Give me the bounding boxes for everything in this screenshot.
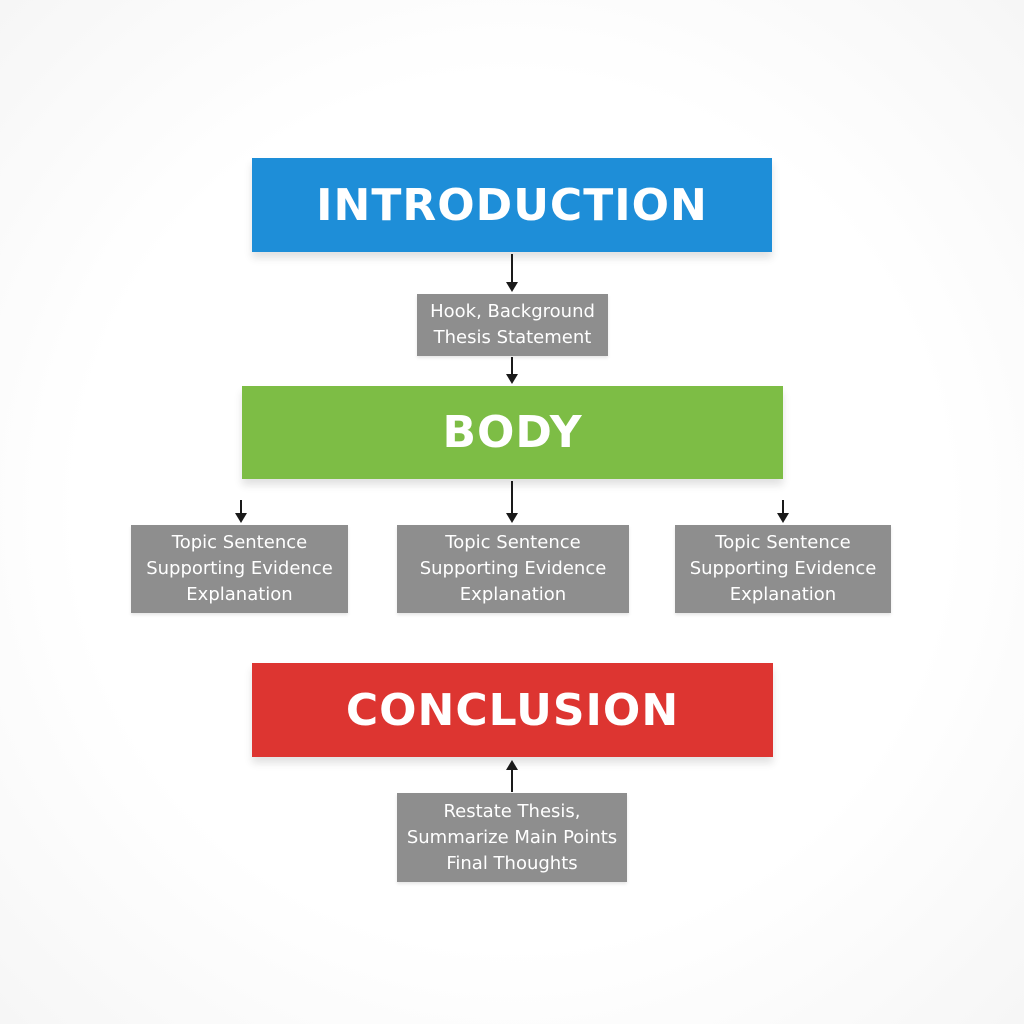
introduction-note-line: Thesis Statement — [433, 327, 592, 348]
body-box: BODY — [242, 386, 783, 479]
paragraph-line: Explanation — [186, 584, 293, 605]
introduction-box: INTRODUCTION — [252, 158, 772, 252]
conclusion-box: CONCLUSION — [252, 663, 773, 757]
paragraph-line: Topic Sentence — [715, 532, 851, 553]
conclusion-note-line: Summarize Main Points — [406, 826, 618, 848]
paragraph-line: Supporting Evidence — [689, 558, 877, 579]
conclusion-note-line: Final Thoughts — [446, 852, 578, 874]
paragraph-line: Supporting Evidence — [419, 558, 607, 579]
conclusion-note-line: Restate Thesis, — [443, 800, 581, 822]
body-paragraph-3: Topic Sentence Supporting Evidence Expla… — [675, 525, 891, 613]
paragraph-line: Explanation — [729, 584, 837, 605]
introduction-title: INTRODUCTION — [316, 179, 708, 231]
body-paragraph-1: Topic Sentence Supporting Evidence Expla… — [131, 525, 348, 613]
paragraph-line: Topic Sentence — [445, 532, 581, 553]
body-paragraph-2: Topic Sentence Supporting Evidence Expla… — [397, 525, 629, 613]
paragraph-line: Explanation — [459, 584, 567, 605]
body-title: BODY — [442, 407, 583, 458]
paragraph-line: Supporting Evidence — [146, 558, 333, 579]
introduction-note-line: Hook, Background — [430, 301, 595, 322]
paragraph-line: Topic Sentence — [171, 532, 308, 553]
conclusion-title: CONCLUSION — [345, 684, 680, 736]
conclusion-notes: Restate Thesis, Summarize Main Points Fi… — [397, 793, 627, 882]
introduction-notes: Hook, Background Thesis Statement — [417, 294, 608, 356]
